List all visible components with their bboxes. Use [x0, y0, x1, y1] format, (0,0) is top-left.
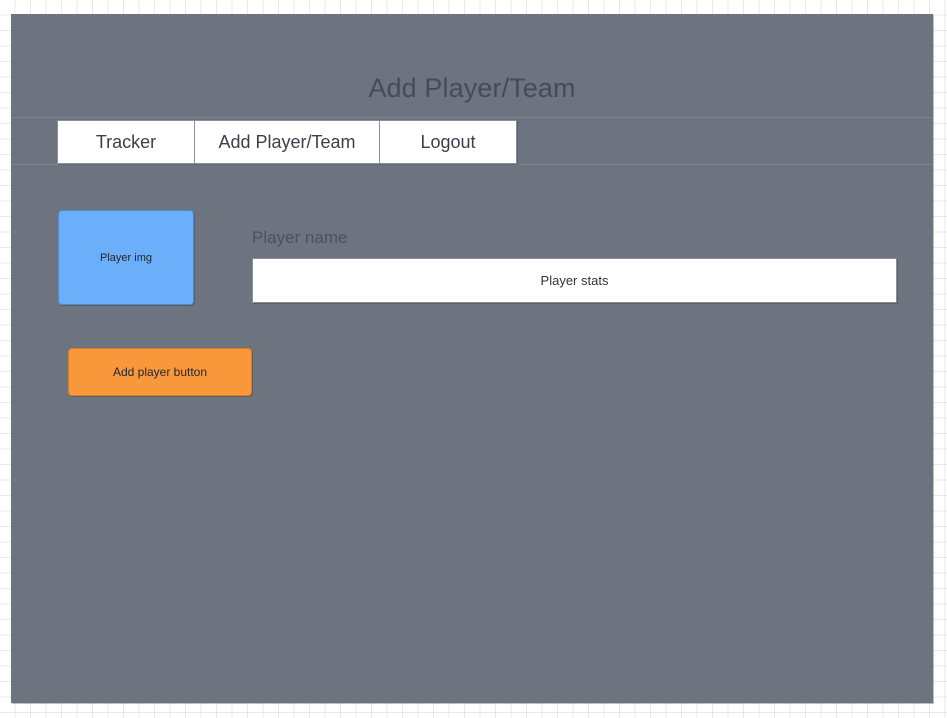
page-title: Add Player/Team	[368, 73, 576, 103]
app-panel: Add Player/Team Tracker Add Player/Team …	[11, 14, 933, 703]
tab-list: Tracker Add Player/Team Logout	[57, 120, 517, 164]
tab-logout[interactable]: Logout	[379, 120, 517, 164]
add-player-button[interactable]: Add player button	[68, 348, 252, 396]
tab-bar: Tracker Add Player/Team Logout	[11, 117, 933, 165]
tab-add-player-team[interactable]: Add Player/Team	[194, 120, 380, 164]
player-image-placeholder[interactable]: Player img	[58, 210, 194, 305]
tab-tracker[interactable]: Tracker	[57, 120, 195, 164]
content-area: Player img Player name Player stats Add …	[11, 165, 933, 703]
player-name-label: Player name	[252, 228, 348, 247]
player-stats-input[interactable]: Player stats	[252, 258, 897, 303]
